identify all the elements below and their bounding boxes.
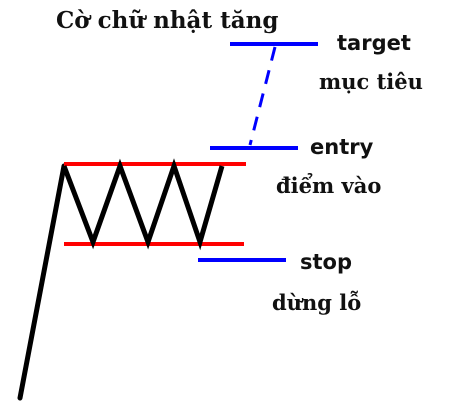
stop-label: stop bbox=[300, 250, 352, 274]
measured-move-projection bbox=[248, 46, 277, 146]
entry-label-vietnamese: điểm vào bbox=[276, 173, 381, 198]
stop-label-vietnamese: dừng lỗ bbox=[272, 290, 361, 315]
target-label: target bbox=[337, 31, 411, 55]
entry-label: entry bbox=[310, 135, 374, 159]
diagram-title: Cờ chữ nhật tăng bbox=[56, 7, 278, 34]
target-label-vietnamese: mục tiêu bbox=[319, 69, 423, 94]
consolidation-zigzag bbox=[61, 158, 225, 251]
flagpole-line bbox=[17, 163, 67, 401]
